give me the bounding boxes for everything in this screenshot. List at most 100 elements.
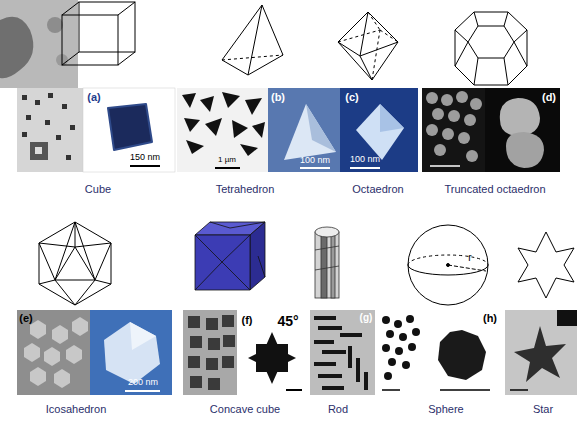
micrograph-e-part [52,325,68,344]
angle-label: 45° [277,314,298,328]
octahedron-wireframe-part [338,42,372,80]
micrograph-d-part [426,124,438,136]
micrograph-e-part [130,322,156,350]
micrograph-g-part [314,362,336,366]
icosahedron-wireframe-part [39,222,111,305]
shape-caption: Truncated octaedron [444,184,545,195]
scale-bar-label: 200 nm [128,378,158,387]
tetrahedron-wireframe-part [262,5,283,55]
micrograph-d-part [442,128,454,140]
scale-bar-label: 100 nm [300,156,330,165]
micrograph-e-part [30,367,46,386]
rod-model-part [315,227,339,237]
icosahedron-wireframe-part [39,280,55,284]
truncated-octahedron-wireframe-part [514,30,527,42]
tetrahedron-wireframe-part [248,5,262,75]
micrograph-d-part [426,92,438,104]
micrograph-d-part [458,132,470,144]
micrograph-f-part [188,356,200,368]
micrograph-d [422,88,560,172]
micrograph-f-part [208,338,220,350]
micrograph-a-part [45,120,50,125]
tetrahedron-wireframe-part [248,55,283,75]
micrograph-d-part [456,91,468,103]
micrograph-b-part [215,167,240,169]
micrograph-e-part [54,369,70,388]
cube-wireframe-part [79,2,135,52]
micrograph-h-part [384,372,392,380]
icosahedron-wireframe-part [95,243,111,280]
truncated-octahedron-wireframe-part [504,12,508,26]
truncated-octahedron-wireframe-part [455,42,468,66]
micrograph-d-part [448,110,460,122]
panel-letter: (d) [542,92,556,103]
micrograph-a-part [130,165,160,167]
micrograph-g-part [322,350,346,354]
shape-caption: Rod [328,404,348,415]
scale-bar-label: 100 nm [350,155,380,164]
micrograph-g-part [314,340,334,344]
micrograph-a-part [83,88,175,172]
micrograph-b-part [232,120,248,138]
octahedron-wireframe-part [380,30,398,42]
micrograph-d-part [506,132,544,168]
micrograph-h-part [412,328,420,336]
corner-micrograph-part [0,17,33,79]
micrograph-c-part [350,167,380,169]
corner-micrograph-part [47,17,63,33]
micrograph-i-part [510,389,528,391]
panel-letter: (a) [87,92,100,103]
micrograph-g-part [314,316,336,320]
micrograph-b-part [268,88,345,172]
micrograph-c [340,88,418,172]
micrograph-e-part [44,347,60,366]
concave-cube-model-part [258,256,265,277]
octahedron-wireframe [338,12,398,80]
icosahedron-wireframe-part [95,280,111,284]
micrograph-e-part [17,310,90,395]
micrograph-e-part [125,390,160,392]
rod-model-part [321,232,327,298]
micrograph-b-part [222,92,240,108]
rod-model-part [315,246,339,250]
sphere-model-part [447,264,450,267]
micrograph-g [310,310,375,395]
cube-wireframe-part [62,2,79,15]
truncated-octahedron-wireframe-part [455,30,468,42]
concave-cube-model-part [230,222,265,228]
panel-letter: (b) [271,92,285,103]
concave-cube-model-part [222,262,250,290]
truncated-octahedron-wireframe-part [474,58,478,85]
micrograph-e [17,310,172,395]
panel-letter: (h) [483,313,497,324]
panel-letter: (c) [345,92,358,103]
micrograph-f-part [222,356,234,368]
micrograph-f-part [223,335,235,347]
corner-micrograph-part [0,0,78,88]
micrograph-i-part [505,310,577,395]
truncated-octahedron-wireframe-part [504,58,508,85]
concave-cube-model-part [195,262,222,290]
micrograph-i [505,310,577,395]
micrograph-d-part [470,98,482,110]
truncated-octahedron-wireframe-part [514,42,527,66]
micrograph-d-part [500,98,540,136]
cube-wireframe [62,2,135,65]
rod-model-part [331,232,335,298]
micrograph-h-part [382,389,400,391]
micrograph-c-part [380,104,404,132]
octahedron-wireframe-part [338,42,360,56]
octahedron-wireframe-part [372,30,380,80]
octahedron-wireframe-part [360,56,372,80]
micrograph-d-part [432,108,444,120]
micrograph-f-part [206,358,218,370]
micrograph-f-part [286,389,302,391]
shape-caption: Tetrahedron [216,184,275,195]
micrograph-a-part [22,132,27,137]
cube-wireframe-part [118,52,135,65]
octahedron-wireframe-part [360,42,398,56]
micrograph-b-part [177,88,268,172]
micrograph-h-part [382,344,390,352]
